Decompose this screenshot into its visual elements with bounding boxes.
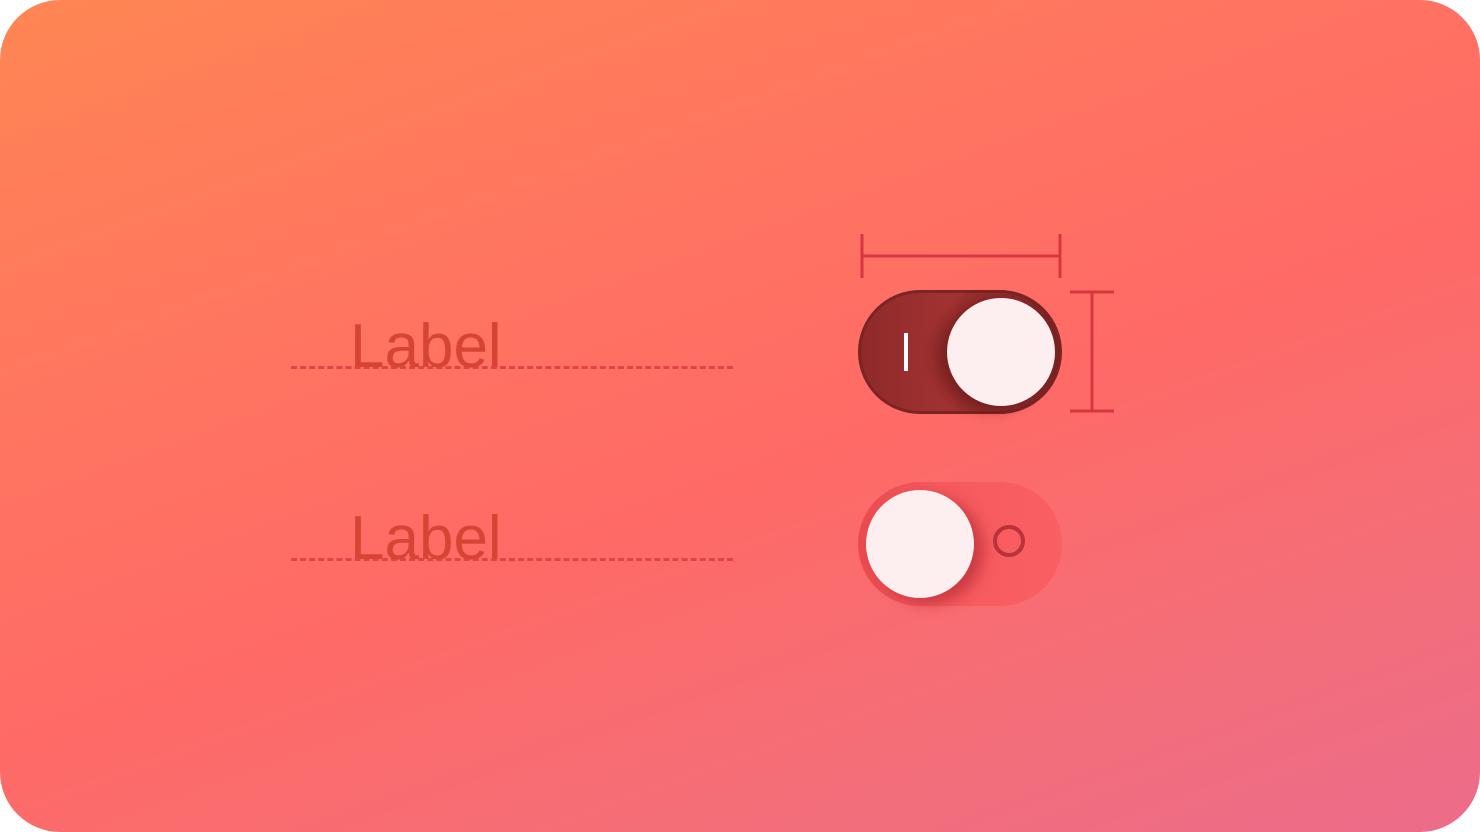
label-baseline-guide (291, 366, 733, 369)
ring-icon (993, 525, 1025, 557)
toggle-knob[interactable] (947, 298, 1055, 406)
toggle-knob[interactable] (866, 490, 974, 598)
toggle-label: Label (350, 504, 502, 573)
toggle-switch-on[interactable] (858, 290, 1062, 414)
toggle-switch-off[interactable] (858, 482, 1062, 606)
label-baseline-guide (291, 558, 733, 561)
toggle-label: Label (350, 312, 502, 381)
vertical-bar-icon (904, 333, 908, 371)
